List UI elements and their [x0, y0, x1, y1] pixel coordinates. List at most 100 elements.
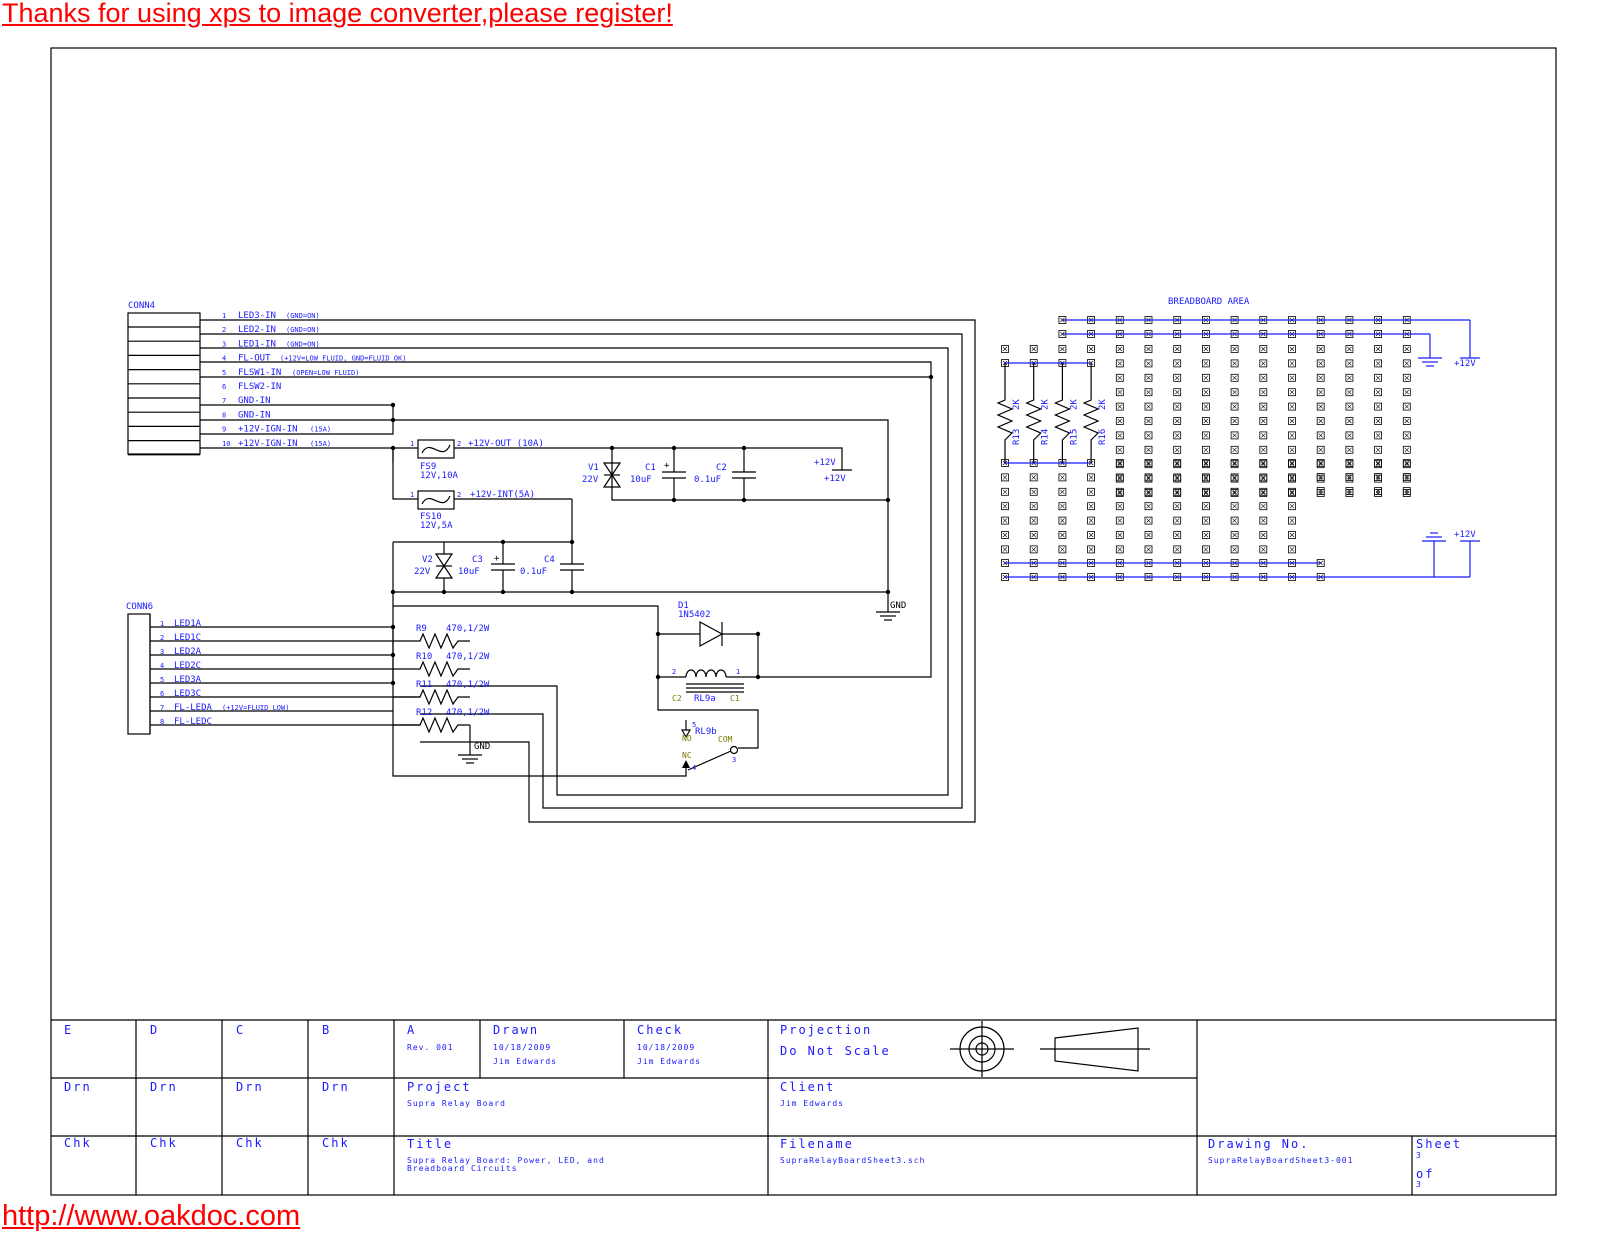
- register-banner-link[interactable]: Thanks for using xps to image converter,…: [2, 0, 673, 28]
- conn6-pin-name: FL-LEDC: [174, 717, 212, 727]
- breadboard-resistor: [1053, 363, 1071, 463]
- svg-text:Supra Relay Board: Power, LED,: Supra Relay Board: Power, LED, and: [407, 1156, 605, 1165]
- svg-text:Check: Check: [637, 1023, 683, 1037]
- conn4-pin-number: 10: [222, 440, 230, 448]
- conn4-wiring: [200, 319, 976, 823]
- svg-text:Do Not Scale: Do Not Scale: [780, 1044, 891, 1058]
- conn6-label: CONN6: [126, 602, 153, 612]
- oakdoc-footer-link[interactable]: http://www.oakdoc.com: [2, 1200, 301, 1232]
- chk-cell: Chk: [322, 1136, 350, 1150]
- conn4-pin-name: FL-OUT: [238, 354, 271, 364]
- conn6-pin-name: FL-LEDA: [174, 703, 213, 713]
- conn4-pin-name: FLSW2-IN: [238, 382, 281, 392]
- svg-text:A: A: [407, 1023, 416, 1037]
- resistor-value: 470,1/2W: [446, 652, 490, 662]
- conn6-pin-number: 7: [160, 704, 164, 712]
- svg-text:+12V-INT(5A): +12V-INT(5A): [470, 490, 535, 500]
- breadboard-label: BREADBOARD AREA: [1168, 297, 1250, 307]
- conn6-pin-name: LED3C: [174, 689, 201, 699]
- svg-text:of: of: [1416, 1167, 1434, 1181]
- resistor-r11: [393, 688, 470, 706]
- resistor-value: 470,1/2W: [446, 680, 490, 690]
- svg-text:3: 3: [1416, 1180, 1422, 1189]
- svg-text:V1: V1: [588, 463, 599, 473]
- svg-text:C1: C1: [645, 463, 656, 473]
- svg-text:2: 2: [457, 440, 461, 448]
- svg-text:NC: NC: [682, 751, 692, 760]
- conn6-pin-number: 6: [160, 690, 164, 698]
- svg-text:+12V-OUT (10A): +12V-OUT (10A): [468, 439, 544, 449]
- conn4-pin-note: (OPEN=LOW FLUID): [292, 369, 359, 377]
- svg-text:10/18/2009: 10/18/2009: [493, 1043, 551, 1052]
- svg-text:Sheet: Sheet: [1416, 1137, 1462, 1151]
- conn6-pin-name: LED1A: [174, 619, 202, 629]
- conn4-pin-note: (+12V=LOW FLUID, GND=FLUID OK): [280, 355, 406, 363]
- svg-text:FS9: FS9: [420, 462, 436, 472]
- chk-cell: Chk: [150, 1136, 178, 1150]
- conn4-pin-name: GND-IN: [238, 396, 271, 406]
- svg-text:NO: NO: [682, 734, 692, 743]
- svg-text:SupraRelayBoardSheet3-001: SupraRelayBoardSheet3-001: [1208, 1156, 1353, 1165]
- svg-text:C1: C1: [730, 694, 740, 703]
- svg-text:10uF: 10uF: [630, 475, 652, 485]
- svg-text:1: 1: [410, 491, 414, 499]
- relay-contact-rl9b: RL9b NO NC COM 5 4 3: [392, 606, 759, 777]
- rev-column-b: B: [322, 1023, 331, 1037]
- svg-text:RL9b: RL9b: [695, 727, 717, 737]
- conn4-pin-number: 3: [222, 340, 226, 348]
- resistor-value: 470,1/2W: [446, 708, 490, 718]
- conn4-pin-name: +12V-IGN-IN: [238, 439, 298, 449]
- svg-text:COM: COM: [718, 735, 733, 744]
- svg-text:10/18/2009: 10/18/2009: [637, 1043, 695, 1052]
- svg-text:Drawn: Drawn: [493, 1023, 539, 1037]
- conn6-pin-name: LED3A: [174, 675, 202, 685]
- sheet-border: [50, 47, 1557, 1196]
- conn4-pin-name: LED3-IN: [238, 311, 276, 321]
- fuse-fs10: 1 2 +12V-INT(5A) FS10 12V,5A: [410, 490, 573, 542]
- breadboard-resistor-ref: R13: [1012, 429, 1022, 445]
- svg-text:12V,5A: 12V,5A: [420, 521, 453, 531]
- conn6-wiring: [150, 626, 420, 726]
- svg-text:1: 1: [410, 440, 414, 448]
- title-block: [51, 1019, 1556, 1195]
- rev-column-e: E: [64, 1023, 73, 1037]
- resistor-ref: R12: [416, 708, 432, 718]
- svg-text:Filename: Filename: [780, 1137, 854, 1151]
- drn-cell: Drn: [322, 1080, 350, 1094]
- svg-text:12V,10A: 12V,10A: [420, 471, 459, 481]
- drn-cell: Drn: [236, 1080, 264, 1094]
- breadboard-resistor: [1082, 363, 1100, 463]
- svg-text:GND: GND: [474, 742, 490, 752]
- svg-text:Breadboard Circuits: Breadboard Circuits: [407, 1164, 518, 1173]
- svg-text:1N5402: 1N5402: [678, 610, 711, 620]
- conn4-pin-name: LED2-IN: [238, 325, 276, 335]
- svg-text:Projection: Projection: [780, 1023, 872, 1037]
- conn4-pin-name: LED1-IN: [238, 339, 276, 349]
- svg-text:+12V: +12V: [814, 458, 836, 468]
- svg-text:Jim Edwards: Jim Edwards: [780, 1099, 844, 1108]
- svg-text:Jim Edwards: Jim Edwards: [637, 1057, 701, 1066]
- conn4-label: CONN4: [128, 301, 155, 311]
- conn6-pin-name: LED1C: [174, 633, 201, 643]
- resistor-ref: R11: [416, 680, 432, 690]
- conn4-pin-number: 6: [222, 383, 226, 391]
- resistor-ref: R9: [416, 624, 427, 634]
- svg-text:4: 4: [692, 764, 696, 772]
- svg-text:3: 3: [732, 756, 736, 764]
- breadboard-resistor-ref: R16: [1098, 429, 1108, 445]
- svg-text:10uF: 10uF: [458, 567, 480, 577]
- breadboard-resistor-value: 2K: [1041, 399, 1051, 410]
- svg-text:0.1uF: 0.1uF: [694, 475, 721, 485]
- breadboard-resistor-value: 2K: [1012, 399, 1022, 410]
- power-filter-lower: GND V2 22V + C3 10uF C4 0.1uF: [390, 539, 906, 621]
- svg-text:Project: Project: [407, 1080, 472, 1094]
- breadboard-area: BREADBOARD AREA +12V +12V R132KR142KR152…: [996, 297, 1480, 581]
- rev-column-d: D: [150, 1023, 159, 1037]
- resistor-r10: [393, 660, 470, 678]
- svg-text:Jim Edwards: Jim Edwards: [493, 1057, 557, 1066]
- conn4-pin-number: 2: [222, 326, 226, 334]
- svg-text:C2: C2: [716, 463, 727, 473]
